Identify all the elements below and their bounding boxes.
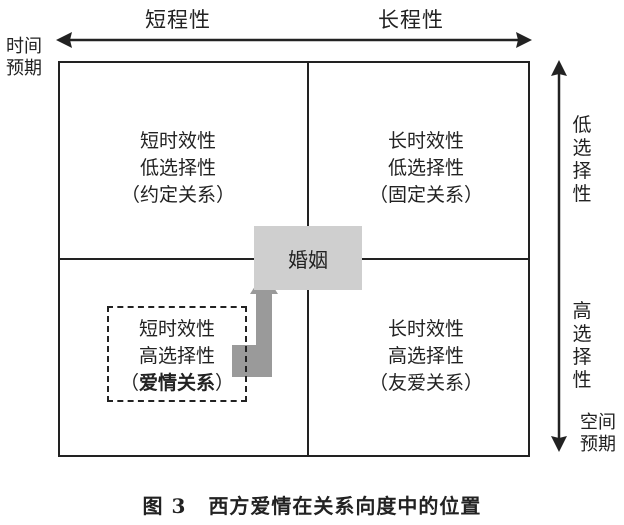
love-relationship-box [107,306,247,402]
arrowhead-left-icon [56,32,72,48]
bent-arrow-icon [232,272,278,377]
arrowhead-right-icon [516,32,532,48]
marriage-box: 婚姻 [254,226,362,290]
cell-top-left: 短时效性 低选择性 （约定关系） [120,130,235,206]
arrowhead-up-icon [551,60,567,76]
low-selectivity-label: 低 选 择 性 [572,114,592,205]
time-expectation-label: 时间 预期 [6,36,42,79]
space-expectation-label: 空间 预期 [580,412,616,455]
arrowhead-down-icon [551,436,567,452]
cell-bottom-right: 长时效性 高选择性 （友爱关系） [368,318,483,394]
high-selectivity-label: 高 选 择 性 [572,300,592,391]
long-range-label: 长程性 [378,8,444,32]
cell-top-right: 长时效性 低选择性 （固定关系） [368,130,483,206]
love-relationship-label: 爱情关系 [138,372,215,394]
cell-bottom-left: 短时效性 高选择性 （爱情关系） [119,318,235,394]
short-range-label: 短程性 [145,8,211,32]
